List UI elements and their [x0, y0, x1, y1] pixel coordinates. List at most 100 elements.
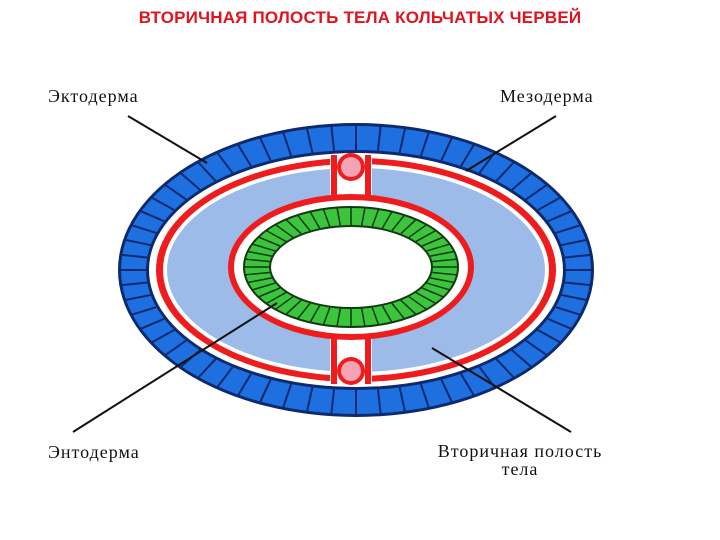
cell-divider: [124, 293, 151, 302]
cell-divider: [258, 236, 281, 247]
ectoderm-cell-dividers: [120, 125, 592, 415]
cell-divider: [430, 277, 455, 284]
cell-divider: [285, 299, 302, 316]
cell-divider: [555, 306, 581, 316]
cell-divider: [495, 161, 515, 182]
cell-divider: [432, 258, 458, 263]
cell-divider: [371, 208, 380, 227]
cell-divider: [430, 250, 455, 257]
cell-divider: [151, 196, 175, 211]
cell-divider: [421, 236, 444, 247]
cell-divider: [197, 358, 217, 379]
cell-divider: [121, 253, 148, 259]
cell-divider: [400, 299, 417, 316]
cell-divider: [244, 258, 270, 263]
cell-divider: [440, 137, 453, 161]
cell-divider: [376, 389, 382, 415]
cell-divider: [237, 373, 252, 397]
cell-divider: [274, 223, 294, 238]
mesentery-bottom: [330, 336, 372, 385]
cell-divider: [121, 281, 148, 287]
cell-divider: [131, 224, 157, 234]
cell-divider: [408, 223, 428, 238]
cell-divider: [511, 349, 533, 368]
label-cavity-line1: Вторичная полость: [437, 441, 603, 461]
pointer-line-ectoderm: [127, 115, 208, 164]
cell-divider: [525, 183, 548, 201]
cell-divider: [561, 293, 588, 302]
cell-divider: [247, 250, 272, 257]
page-title: ВТОРИЧНАЯ ПОЛОСТЬ ТЕЛА КОЛЬЧАТЫХ ЧЕРВЕЙ: [138, 8, 582, 27]
label-cavity-line2: тела: [501, 459, 539, 479]
cell-divider: [309, 211, 321, 229]
cell-divider: [376, 125, 382, 151]
cell-divider: [537, 196, 561, 211]
cell-divider: [124, 238, 151, 247]
cell-divider: [330, 125, 336, 151]
cell-divider: [432, 271, 458, 276]
cell-divider: [197, 161, 217, 182]
cell-divider: [381, 211, 393, 229]
cell-divider: [336, 308, 342, 327]
cell-divider: [265, 291, 287, 305]
cell-divider: [561, 238, 588, 247]
pointer-line-mesoderm: [465, 115, 557, 172]
cell-divider: [440, 379, 453, 403]
cell-divider: [564, 281, 591, 287]
cell-divider: [296, 214, 311, 232]
cell-divider: [140, 210, 165, 223]
cell-divider: [511, 172, 533, 191]
cell-divider: [336, 207, 342, 226]
cell-divider: [400, 218, 417, 235]
endoderm-cell-dividers: [244, 207, 458, 327]
cell-divider: [408, 296, 428, 311]
cell-divider: [398, 127, 407, 153]
cell-divider: [371, 307, 380, 326]
cell-divider: [282, 383, 293, 409]
cell-divider: [547, 317, 572, 330]
cell-divider: [426, 282, 451, 291]
cell-divider: [309, 305, 321, 323]
cell-divider: [247, 277, 272, 284]
cell-divider: [330, 389, 336, 415]
cell-divider: [391, 302, 406, 320]
pointer-line-endoderm: [72, 302, 278, 433]
label-endoderm: Энтодерма: [48, 442, 140, 462]
cell-divider: [259, 137, 272, 161]
cell-divider: [460, 143, 475, 167]
cell-divider: [305, 127, 314, 153]
cell-divider: [391, 214, 406, 232]
cell-divider: [274, 296, 294, 311]
cell-divider: [460, 373, 475, 397]
cell-divider: [419, 383, 430, 409]
cell-divider: [495, 358, 515, 379]
mesentery-top: [330, 153, 372, 201]
cell-divider: [322, 208, 331, 227]
cell-divider: [244, 271, 270, 276]
cell-divider: [131, 306, 157, 316]
cell-divider: [296, 302, 311, 320]
cell-divider: [265, 229, 287, 243]
cell-divider: [164, 339, 187, 357]
cell-divider: [415, 291, 437, 305]
cell-divider: [537, 329, 561, 344]
cell-divider: [419, 131, 430, 157]
cell-divider: [151, 329, 175, 344]
cell-divider: [398, 387, 407, 413]
cell-divider: [258, 287, 281, 298]
cell-divider: [360, 308, 366, 327]
cell-divider: [251, 282, 276, 291]
cell-divider: [251, 243, 276, 252]
cell-divider: [305, 387, 314, 413]
label-secondary-cavity: Вторичная полость тела: [396, 442, 644, 478]
cell-divider: [216, 366, 234, 388]
pointer-line-cavity: [431, 347, 572, 433]
cell-divider: [547, 210, 572, 223]
cell-divider: [426, 243, 451, 252]
cell-divider: [282, 131, 293, 157]
cell-divider: [381, 305, 393, 323]
cell-divider: [421, 287, 444, 298]
label-ectoderm: Эктодерма: [48, 86, 139, 106]
gut-lumen: [271, 227, 431, 307]
